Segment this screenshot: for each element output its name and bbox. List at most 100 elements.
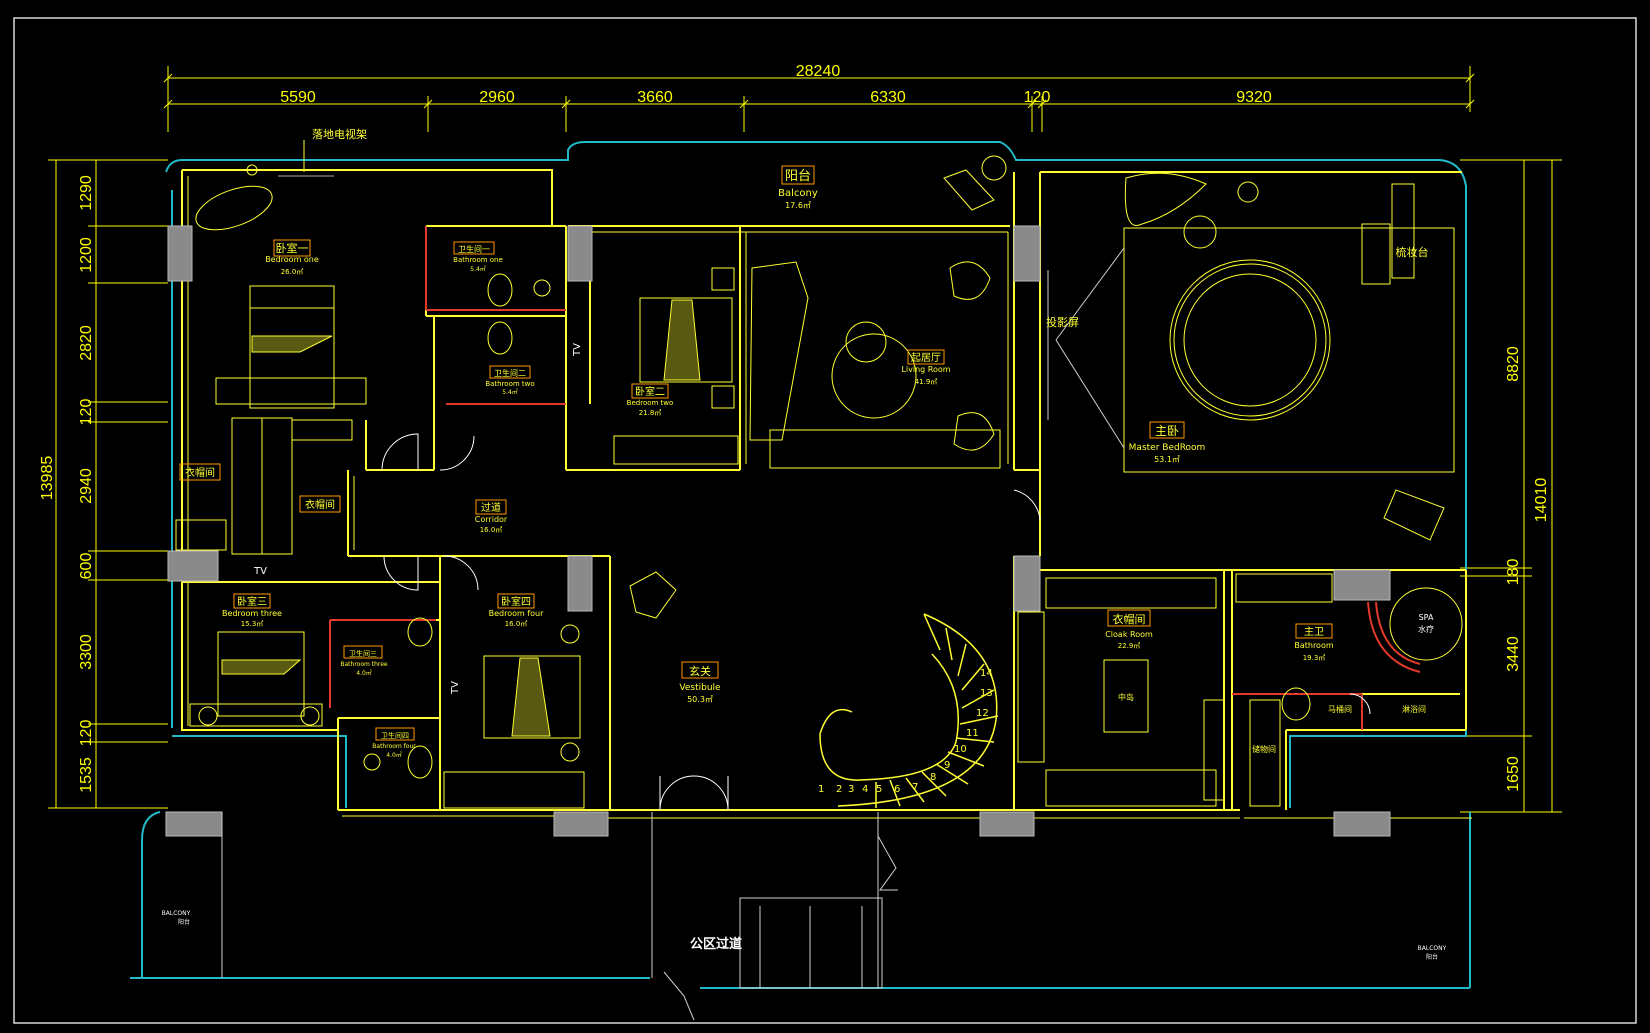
room-cloak-left-cn: 衣帽间 (185, 466, 215, 479)
bed-four (483, 655, 581, 739)
top-dimension-lines (163, 66, 1475, 132)
note-toilet: 马桶间 (1328, 704, 1352, 714)
note-tv-stand: 落地电视架 (312, 127, 367, 141)
note-projector-screen: 投影屏 (1046, 315, 1079, 329)
room-master-bath-area: 19.3㎡ (1303, 654, 1326, 662)
note-spa-cn: 水疗 (1418, 624, 1434, 634)
room-bath1-area: 5.4㎡ (470, 265, 486, 273)
dim-left-1: 1290 (78, 175, 95, 211)
dim-left-total: 13985 (39, 456, 56, 501)
room-bath1-cn: 卫生间一 (458, 244, 490, 254)
svg-text:2: 2 (836, 784, 842, 795)
lower-common-area (221, 812, 898, 1021)
room-bedroom4-cn: 卧室四 (501, 595, 531, 608)
note-tv1: TV (572, 343, 583, 357)
note-tv3: TV (450, 681, 461, 695)
room-bedroom2-cn: 卧室二 (635, 385, 665, 398)
note-balcony-right-en: BALCONY (1418, 945, 1447, 952)
dim-left-3: 2820 (78, 325, 95, 361)
svg-text:11: 11 (966, 728, 979, 739)
room-living-en: Living Room (901, 365, 950, 374)
room-bedroom3-en: Bedroom three (222, 609, 282, 618)
room-bath4-area: 4.0㎡ (386, 751, 402, 759)
svg-text:14: 14 (980, 668, 993, 679)
bed-three (217, 631, 305, 717)
note-balcony-left-en: BALCONY (162, 910, 191, 917)
doors (381, 433, 1371, 811)
dim-left-9: 1535 (78, 757, 95, 793)
room-bath3-en: Bathroom three (340, 661, 388, 668)
room-corridor-en: Corridor (475, 515, 508, 524)
note-storage: 储物间 (1252, 744, 1276, 754)
stair-step-numbers: 1 2 3 4 5 6 7 8 9 10 11 12 13 14 (818, 668, 993, 795)
dim-left-6: 600 (78, 553, 95, 580)
dim-top-6: 9320 (1236, 89, 1272, 106)
svg-text:5: 5 (876, 784, 882, 795)
room-bedroom1-area: 26.0㎡ (281, 268, 304, 276)
furniture (175, 155, 1463, 809)
room-vestibule-en: Vestibule (679, 683, 721, 693)
room-bath4-en: Bathroom four (372, 743, 416, 750)
room-corridor-cn: 过道 (481, 501, 501, 514)
dim-right-a: 8820 (1505, 346, 1522, 382)
dim-top-2: 2960 (479, 89, 515, 106)
dim-top-5: 120 (1024, 89, 1051, 106)
dim-left-7: 3300 (78, 634, 95, 670)
right-dimension-lines (1460, 159, 1562, 813)
room-master-bath-en: Bathroom (1294, 641, 1334, 650)
left-dimension-lines (48, 159, 168, 809)
svg-text:9: 9 (944, 760, 950, 771)
room-balcony-cn: 阳台 (785, 169, 811, 184)
room-vestibule-area: 50.3㎡ (687, 695, 713, 704)
note-tv2: TV (253, 566, 267, 577)
room-master-cn: 主卧 (1155, 424, 1179, 438)
svg-text:6: 6 (894, 784, 900, 795)
dim-right-3: 1650 (1505, 756, 1522, 792)
projector-leader (1047, 247, 1125, 449)
dim-left-4: 120 (78, 399, 95, 426)
room-balcony-area: 17.6㎡ (785, 201, 811, 210)
dim-top-total: 28240 (796, 63, 841, 80)
svg-text:7: 7 (912, 782, 918, 793)
room-bath1-en: Bathroom one (453, 256, 503, 264)
room-master-en: Master BedRoom (1129, 443, 1206, 453)
room-bedroom1-cn: 卧室一 (276, 241, 309, 255)
dim-top-3: 3660 (637, 89, 673, 106)
spiral-staircase (819, 613, 999, 808)
note-shower: 淋浴间 (1402, 704, 1426, 714)
room-cloakroom-en: Cloak Room (1105, 630, 1153, 639)
room-corridor-area: 16.0㎡ (480, 526, 503, 534)
room-bath2-en: Bathroom two (485, 380, 534, 388)
room-bedroom3-area: 15.3㎡ (241, 620, 264, 628)
dim-left-5: 2940 (78, 468, 95, 504)
annotations: 落地电视架 投影屏 梳妆台 TV TV TV SPA 水疗 中岛 马桶间 淋浴间… (162, 127, 1447, 961)
dim-left-8: 120 (78, 720, 95, 747)
room-bath3-cn: 卫生间三 (349, 649, 377, 658)
note-balcony-left-cn: 阳台 (178, 918, 190, 926)
room-master-area: 53.1㎡ (1154, 455, 1180, 464)
room-bedroom3-cn: 卧室三 (237, 595, 267, 608)
room-bedroom1-en: Bedroom one (265, 255, 319, 264)
dim-top-1: 5590 (280, 89, 316, 106)
note-spa-en: SPA (1419, 613, 1434, 622)
room-living-area: 41.9㎡ (915, 378, 938, 386)
note-balcony-right-cn: 阳台 (1426, 953, 1438, 961)
bed-two (639, 297, 733, 383)
room-vestibule-cn: 玄关 (689, 664, 711, 678)
room-cloakroom-cn: 衣帽间 (1113, 612, 1146, 626)
structural-columns (165, 225, 1391, 837)
room-bedroom4-en: Bedroom four (489, 609, 545, 618)
dim-top-4: 6330 (870, 89, 906, 106)
svg-text:3: 3 (848, 784, 854, 795)
svg-text:4: 4 (862, 784, 868, 795)
room-bedroom2-area: 21.8㎡ (639, 409, 662, 417)
note-public-corridor: 公区过道 (690, 936, 742, 952)
dim-right-total: 14010 (1533, 478, 1550, 523)
svg-text:8: 8 (930, 772, 936, 783)
room-bath4-cn: 卫生间四 (381, 731, 409, 740)
dim-right-1: 180 (1505, 559, 1522, 586)
dim-right-2: 3440 (1505, 636, 1522, 672)
room-living-cn: 起居厅 (911, 352, 941, 364)
